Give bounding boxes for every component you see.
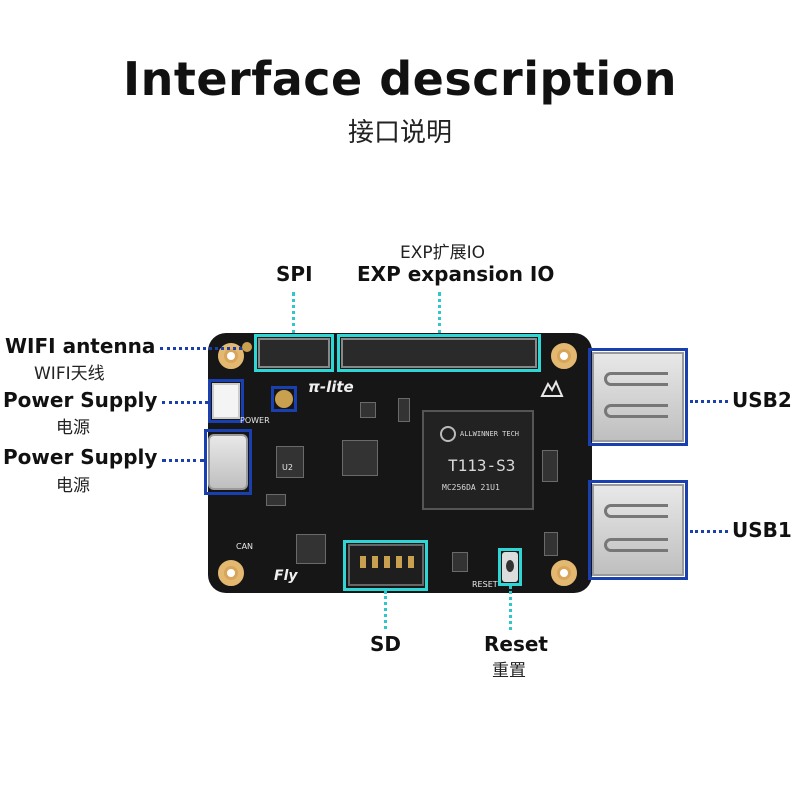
usb2-label: USB2 — [732, 388, 792, 412]
component — [452, 552, 468, 572]
page-title: Interface description — [122, 52, 678, 106]
exp-leader-line — [438, 292, 441, 334]
power-supply-1-highlight-box — [208, 379, 244, 423]
mounting-hole-top-right — [551, 343, 577, 369]
component — [360, 402, 376, 418]
sd-leader-line — [384, 591, 387, 629]
usb1-pin — [604, 538, 668, 552]
power-supply-1-label-cn: 电源 — [56, 418, 90, 438]
exp-label-en: EXP expansion IO — [357, 262, 555, 286]
usb2-pin — [604, 404, 668, 418]
usb2-port — [592, 352, 684, 442]
sd-pin — [384, 556, 390, 568]
mounting-hole-bottom-left — [218, 560, 244, 586]
wifi-antenna-highlight-box — [271, 386, 297, 412]
component — [542, 450, 558, 482]
power-supply-2-label-en: Power Supply — [3, 445, 158, 469]
wifi-label-cn: WIFI天线 — [34, 364, 105, 384]
exp-label-cn: EXP扩展IO — [400, 243, 486, 263]
sd-pin — [396, 556, 402, 568]
allwinner-logo-icon — [440, 426, 456, 442]
spi-leader-line — [292, 292, 295, 334]
usb1-pin — [604, 504, 668, 518]
power-silkscreen: POWER — [240, 416, 270, 425]
reset-leader-line — [509, 586, 512, 630]
page-subtitle: 接口说明 — [347, 118, 452, 148]
spi-highlight-box — [254, 334, 334, 372]
spi-connector — [258, 338, 330, 368]
sd-highlight-box — [343, 540, 428, 591]
component — [296, 534, 326, 564]
board-name-silkscreen: π-lite — [308, 378, 354, 396]
fly-logo-silkscreen: Fly — [274, 568, 298, 584]
wifi-label-en: WIFI antenna — [5, 334, 156, 358]
soc-model-text: T113-S3 — [448, 456, 516, 475]
component — [398, 398, 410, 422]
sd-pin — [360, 556, 366, 568]
reset-button-cap — [506, 560, 514, 572]
soc-code-text: MC256DA 21U1 — [442, 483, 500, 492]
exp-highlight-box — [337, 334, 541, 372]
usb1-port — [592, 484, 684, 576]
exp-connector — [341, 338, 537, 368]
power-supply-2-highlight-box — [204, 429, 252, 495]
sd-pin — [408, 556, 414, 568]
usb2-pin — [604, 372, 668, 386]
sd-label: SD — [370, 632, 402, 656]
power-supply-1-label-en: Power Supply — [3, 388, 158, 412]
reset-label-en: Reset — [484, 632, 548, 656]
component — [544, 532, 558, 556]
u2-chip — [276, 446, 304, 478]
power-supply-1-leader-line — [162, 401, 208, 404]
usb1-leader-line — [690, 530, 728, 533]
reset-label-cn: 重置 — [492, 661, 526, 681]
wifi-leader-line — [160, 347, 242, 350]
reset-highlight-box — [498, 548, 522, 586]
sd-pin — [372, 556, 378, 568]
soc-vendor-text: ALLWINNER TECH — [460, 430, 520, 438]
usb1-highlight-box — [588, 480, 688, 580]
component — [342, 440, 378, 476]
can-silkscreen: CAN — [236, 542, 254, 551]
power-jst-connector — [212, 383, 240, 419]
wifi-ipex-connector — [275, 390, 293, 408]
main-soc-chip — [422, 410, 534, 510]
usb2-leader-line — [690, 400, 728, 403]
usb2-highlight-box — [588, 348, 688, 446]
usb1-label: USB1 — [732, 518, 792, 542]
u2-silkscreen: U2 — [282, 463, 293, 472]
mounting-hole-bottom-right — [551, 560, 577, 586]
spi-label: SPI — [276, 262, 313, 286]
power-supply-2-leader-line — [162, 459, 204, 462]
mellow-logo-icon — [540, 376, 564, 400]
usb-c-power-port — [208, 434, 248, 490]
wifi-antenna-pad — [242, 342, 252, 352]
component — [266, 494, 286, 506]
reset-silkscreen: RESET — [472, 580, 498, 589]
power-supply-2-label-cn: 电源 — [56, 476, 90, 496]
